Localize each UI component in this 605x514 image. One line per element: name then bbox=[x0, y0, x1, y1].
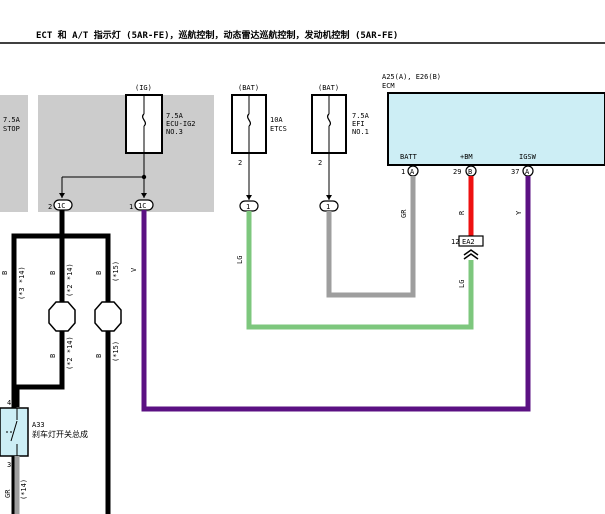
option-connector-right bbox=[94, 301, 122, 332]
wire-gr-batt-efi bbox=[326, 176, 416, 298]
efi-fuse-rating: 7.5A bbox=[352, 112, 370, 120]
etcs-fuse-source: (BAT) bbox=[238, 84, 259, 92]
ig-fuse-rating: 7.5A bbox=[166, 112, 184, 120]
ecm-pin-label-batt: BATT bbox=[400, 153, 418, 161]
wire-note-b-right-low: (*15) bbox=[112, 341, 120, 362]
connector-ea2 bbox=[458, 235, 484, 247]
wire-note-b-mid: (*2 *14) bbox=[66, 263, 74, 297]
efi-fuse-source: (BAT) bbox=[318, 84, 339, 92]
etcs-fuse-name: ETCS bbox=[270, 125, 287, 133]
a33-id: A33 bbox=[32, 421, 45, 429]
ecm-pin-label-bm: +BM bbox=[460, 153, 473, 161]
ig-fuse-name: ECU-IG2 bbox=[166, 120, 196, 128]
wire-label-b-right-low: B bbox=[95, 354, 103, 358]
ecm-box bbox=[387, 92, 605, 166]
ecm-pin-num-batt: 1 bbox=[401, 168, 405, 176]
ig-conn-left: 1C bbox=[57, 202, 65, 210]
etcs-conn: 1 bbox=[246, 203, 250, 211]
fuse-element-icon bbox=[326, 113, 332, 127]
connector-chevron-icon bbox=[463, 253, 479, 260]
wire-note-b-mid-low: (*2 *14) bbox=[66, 336, 74, 370]
ecm-pin-num-igsw: 37 bbox=[511, 168, 519, 176]
wire-lg-ea2-etcs bbox=[246, 211, 474, 330]
wire-label-lg-ea2: LG bbox=[458, 280, 466, 288]
ea2-pin: 12 bbox=[451, 238, 459, 246]
fuse-element-icon bbox=[141, 113, 147, 127]
ecm-pin-conn-bm: B bbox=[468, 168, 472, 176]
stop-fuse-box bbox=[0, 95, 28, 212]
efi-conn: 1 bbox=[326, 203, 330, 211]
splice-point bbox=[141, 174, 147, 180]
wire-label-r: R bbox=[458, 210, 466, 215]
wire-note-b-left: (*3 *14) bbox=[18, 266, 26, 300]
page-title: ECT 和 A/T 指示灯 (5AR-FE)，巡航控制，动态雷达巡航控制，发动机… bbox=[36, 29, 398, 41]
connector-chevron-icon bbox=[463, 249, 479, 256]
ig-pin-right: 1 bbox=[129, 203, 133, 211]
ig-conn-right: 1C bbox=[138, 202, 146, 210]
etcs-fuse-pin: 2 bbox=[238, 159, 242, 167]
wire-label-gr: GR bbox=[400, 209, 408, 218]
ig-fuse-source: (IG) bbox=[135, 84, 152, 92]
ig-pin-left: 2 bbox=[48, 203, 52, 211]
wire-v-igsw bbox=[141, 176, 531, 412]
efi-fuse-pin: 2 bbox=[318, 159, 322, 167]
wire-label-y: Y bbox=[515, 210, 523, 215]
option-connector-mid bbox=[48, 301, 76, 332]
wire-label-lg-etcs: LG bbox=[236, 256, 244, 264]
ig-fuse-number: NO.3 bbox=[166, 128, 183, 136]
wire-label-gr-bottom: GR bbox=[4, 489, 12, 498]
wire-note-b-right: (*15) bbox=[112, 261, 120, 282]
a33-pin-bottom: 3 bbox=[7, 461, 11, 469]
fuse-element-icon bbox=[246, 113, 252, 127]
stop-fuse-name: STOP bbox=[3, 125, 20, 133]
a33-name: 刹车灯开关总成 bbox=[32, 429, 88, 439]
efi-fuse-name: EFI bbox=[352, 120, 365, 128]
a33-pin-top: 4 bbox=[7, 399, 11, 407]
ecm-pin-num-bm: 29 bbox=[453, 168, 461, 176]
etcs-fuse-rating: 10A bbox=[270, 116, 283, 124]
ecm-pin-conn-batt: A bbox=[410, 168, 415, 176]
wire-label-b-right: B bbox=[95, 271, 103, 275]
ecm-pin-label-igsw: IGSW bbox=[519, 153, 537, 161]
efi-fuse-number: NO.1 bbox=[352, 128, 369, 136]
ecm-name: ECM bbox=[382, 82, 395, 90]
ecm-ref: A25(A), E26(B) bbox=[382, 73, 441, 81]
wire-note-gr-bottom: (*14) bbox=[20, 479, 28, 500]
wire-label-v: V bbox=[130, 267, 138, 272]
ecm-pin-conn-igsw: A bbox=[525, 168, 530, 176]
wire-label-b-mid-low: B bbox=[49, 354, 57, 358]
stop-fuse-rating: 7.5A bbox=[3, 116, 21, 124]
switch-contact-icon bbox=[10, 420, 18, 442]
wire-label-b-left: B bbox=[1, 271, 9, 275]
wire-label-b-mid: B bbox=[49, 271, 57, 275]
ea2-name: EA2 bbox=[462, 238, 475, 246]
